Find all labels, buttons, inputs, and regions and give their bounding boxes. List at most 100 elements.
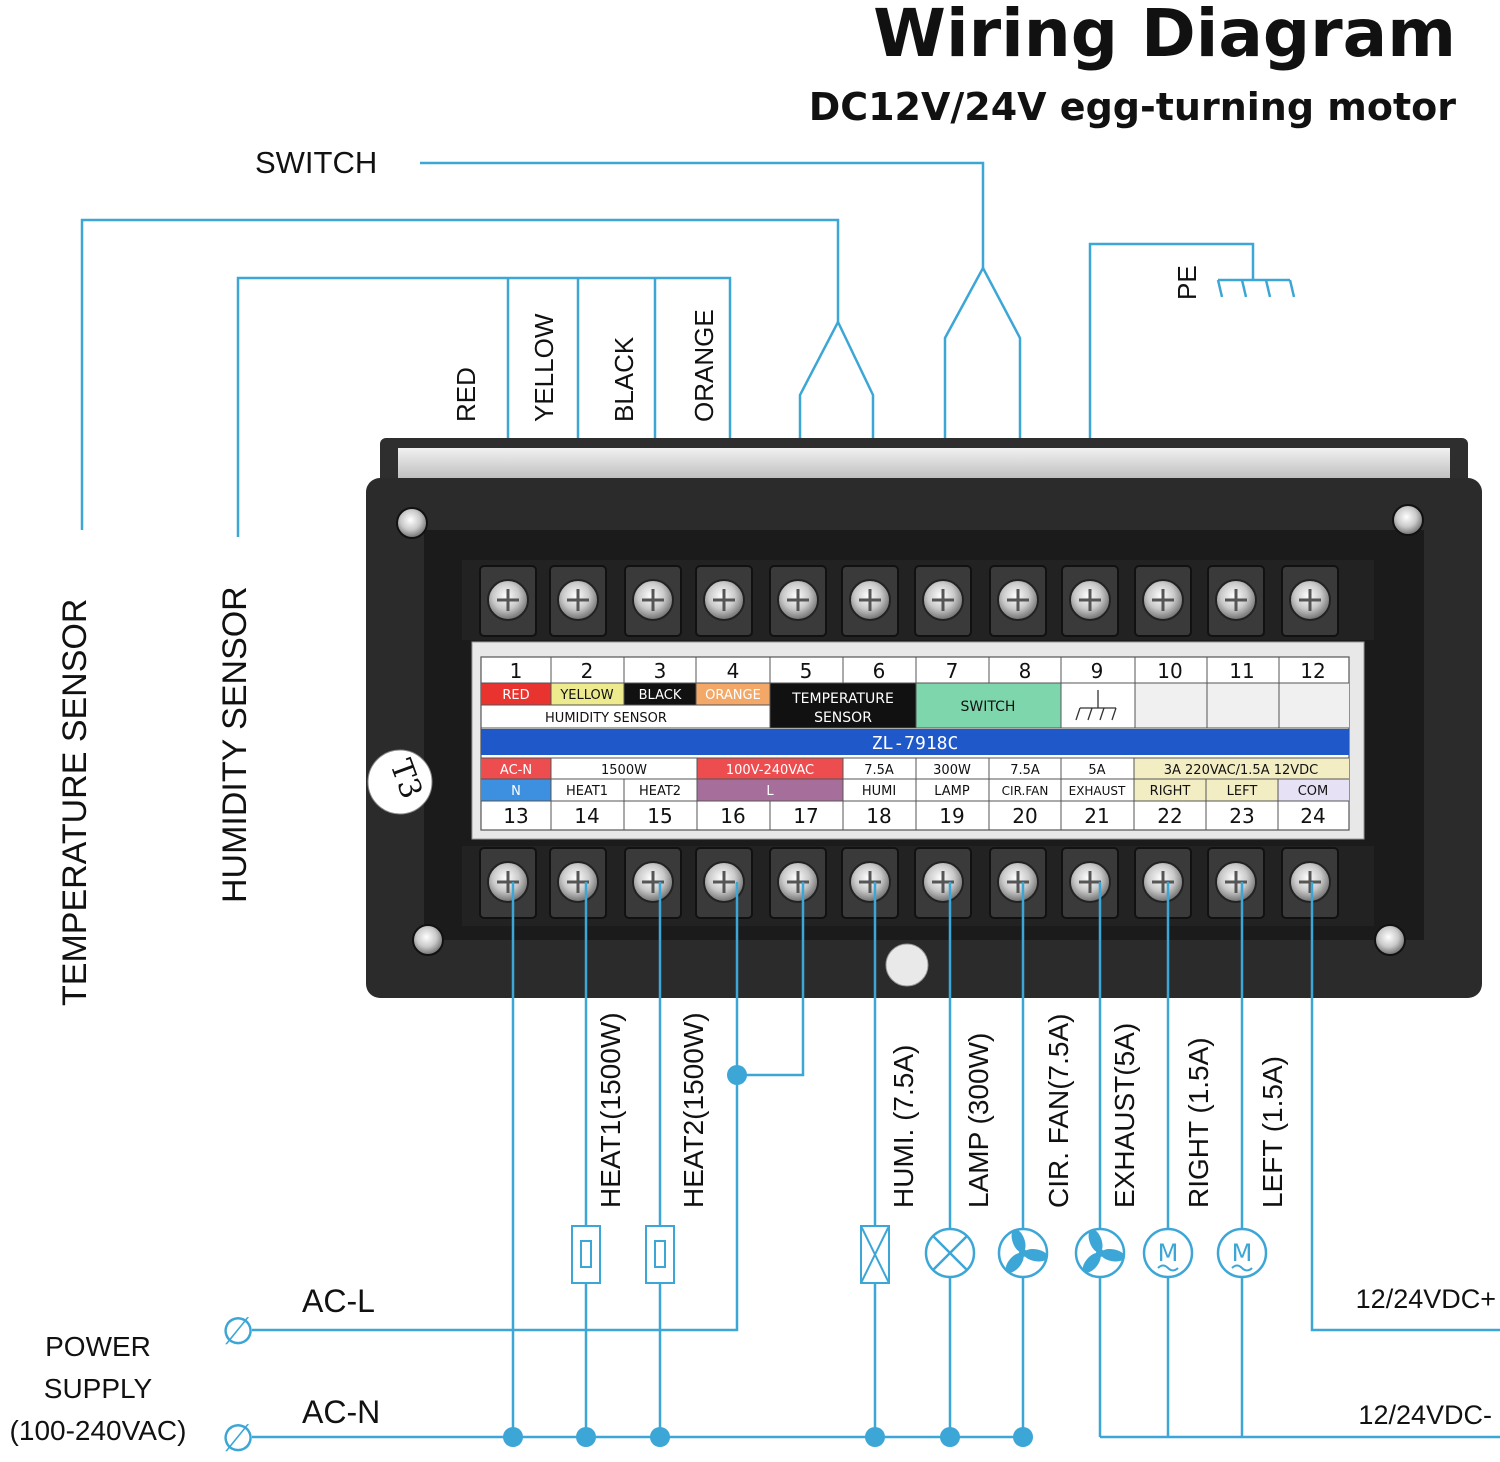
cell-heat2: HEAT2 bbox=[639, 784, 681, 799]
terminal-screw bbox=[695, 847, 753, 919]
ground-icon bbox=[1075, 690, 1117, 721]
load-label-lamp: LAMP (300W) bbox=[963, 1033, 994, 1208]
terminal-screw bbox=[1281, 565, 1339, 637]
ground-icon bbox=[1216, 278, 1296, 298]
terminal-number-bottom: 20 bbox=[1012, 804, 1037, 828]
panel-screw bbox=[412, 924, 444, 956]
upper-wires bbox=[80, 161, 1255, 555]
terminal-screws-top bbox=[479, 565, 1339, 637]
terminal-number-bottom: 22 bbox=[1157, 804, 1182, 828]
load-label-left: LEFT (1.5A) bbox=[1257, 1056, 1288, 1208]
terminal-screws-bottom bbox=[479, 847, 1339, 919]
terminal-number-bottom: 16 bbox=[720, 804, 745, 828]
heater-icon bbox=[645, 1225, 675, 1284]
power-label-1: POWER bbox=[45, 1331, 151, 1362]
cell-voltage: 100V-240VAC bbox=[726, 763, 814, 778]
cell-cirfan: CIR.FAN bbox=[1002, 784, 1049, 798]
load-label-exhaust: EXHAUST(5A) bbox=[1109, 1023, 1140, 1208]
cell-humi: HUMI bbox=[862, 784, 896, 799]
diagram-subtitle: DC12V/24V egg-turning motor bbox=[809, 85, 1457, 129]
terminal-screw bbox=[841, 565, 899, 637]
terminal-screw bbox=[549, 565, 607, 637]
terminal-number-bottom: 15 bbox=[647, 804, 672, 828]
pe-label: PE bbox=[1172, 265, 1202, 300]
terminal-screw bbox=[695, 565, 753, 637]
terminal-number-bottom: 24 bbox=[1300, 804, 1325, 828]
terminal-screw bbox=[914, 565, 972, 637]
cell-heat-watt: 1500W bbox=[601, 763, 647, 778]
terminal-screw bbox=[769, 565, 827, 637]
terminal-number-top: 1 bbox=[510, 659, 523, 683]
junction-dot bbox=[576, 1427, 596, 1447]
svg-text:M: M bbox=[1158, 1239, 1179, 1267]
cell-black: BLACK bbox=[639, 688, 682, 703]
lower-wires bbox=[252, 882, 1500, 1439]
humidity-sensor-label: HUMIDITY SENSOR bbox=[216, 586, 254, 903]
terminal-screw bbox=[1207, 565, 1265, 637]
cell-l: L bbox=[766, 784, 774, 799]
terminal-number-bottom: 18 bbox=[866, 804, 891, 828]
load-label-cir-fan: CIR. FAN(7.5A) bbox=[1043, 1014, 1074, 1208]
fan-icon bbox=[997, 1227, 1049, 1279]
terminal-screw bbox=[1061, 847, 1119, 919]
cell-right: RIGHT bbox=[1150, 784, 1191, 799]
terminal-number-top: 5 bbox=[800, 659, 813, 683]
cell-motor-rating: 3A 220VAC/1.5A 12VDC bbox=[1164, 763, 1319, 778]
cell-switch: SWITCH bbox=[961, 699, 1016, 715]
cell-heat1: HEAT1 bbox=[566, 784, 608, 799]
fan-icon bbox=[1074, 1227, 1126, 1279]
motor-icon: M bbox=[1216, 1227, 1268, 1279]
terminal-number-top: 11 bbox=[1229, 659, 1254, 683]
temperature-sensor-label: TEMPERATURE SENSOR bbox=[56, 599, 94, 1006]
terminal-screw bbox=[1281, 847, 1339, 919]
switch-label: SWITCH bbox=[255, 145, 377, 180]
junction-dot bbox=[865, 1427, 885, 1447]
power-label-3: (100-240VAC) bbox=[10, 1415, 187, 1446]
cell-temperature-sensor-1: TEMPERATURE bbox=[791, 691, 894, 707]
diagram-title: Wiring Diagram bbox=[873, 0, 1456, 72]
junction-dot bbox=[940, 1427, 960, 1447]
cell-red: RED bbox=[502, 688, 529, 703]
terminal-screw bbox=[1061, 565, 1119, 637]
load-label-heat1: HEAT1(1500W) bbox=[595, 1012, 626, 1208]
terminal-number-top: 8 bbox=[1019, 659, 1032, 683]
terminal-screw bbox=[1134, 847, 1192, 919]
panel-screw bbox=[1392, 504, 1424, 536]
ac-l-label: AC-L bbox=[302, 1283, 375, 1319]
terminal-number-top: 7 bbox=[946, 659, 959, 683]
cell-humidity-sensor: HUMIDITY SENSOR bbox=[545, 711, 667, 726]
terminal-screw bbox=[624, 847, 682, 919]
cell-com: COM bbox=[1298, 784, 1329, 799]
cell-ac-n: AC-N bbox=[500, 763, 532, 778]
terminal-number-top: 4 bbox=[727, 659, 740, 683]
wire-label-yellow: YELLOW bbox=[529, 313, 559, 422]
cell-exhaust: EXHAUST bbox=[1069, 784, 1126, 798]
junction-dots bbox=[503, 1065, 1033, 1447]
terminal-number-top: 6 bbox=[873, 659, 886, 683]
panel-screw bbox=[1374, 924, 1406, 956]
indicator-dot bbox=[885, 943, 929, 987]
humidifier-icon bbox=[860, 1225, 890, 1284]
cell-humi-rating: 7.5A bbox=[864, 763, 894, 778]
wire-label-black: BLACK bbox=[609, 336, 639, 422]
cell-left: LEFT bbox=[1227, 784, 1258, 799]
terminal-number-bottom: 14 bbox=[574, 804, 599, 828]
cell-lamp-rating: 300W bbox=[933, 763, 971, 778]
cell-cirfan-rating: 7.5A bbox=[1010, 763, 1040, 778]
terminal-screw bbox=[989, 565, 1047, 637]
cell-exhaust-rating: 5A bbox=[1088, 763, 1105, 778]
cell-n: N bbox=[511, 784, 521, 799]
motor-icon: M bbox=[1142, 1227, 1194, 1279]
terminal-number-bottom: 23 bbox=[1229, 804, 1254, 828]
dc-minus-label: 12/24VDC- bbox=[1358, 1400, 1492, 1430]
load-label-right: RIGHT (1.5A) bbox=[1183, 1037, 1214, 1208]
load-label-heat2: HEAT2(1500W) bbox=[678, 1012, 709, 1208]
junction-dot bbox=[1013, 1427, 1033, 1447]
lamp-icon bbox=[924, 1227, 976, 1279]
terminal-number-bottom: 17 bbox=[793, 804, 818, 828]
terminal-number-top: 3 bbox=[654, 659, 667, 683]
terminal-screw bbox=[914, 847, 972, 919]
